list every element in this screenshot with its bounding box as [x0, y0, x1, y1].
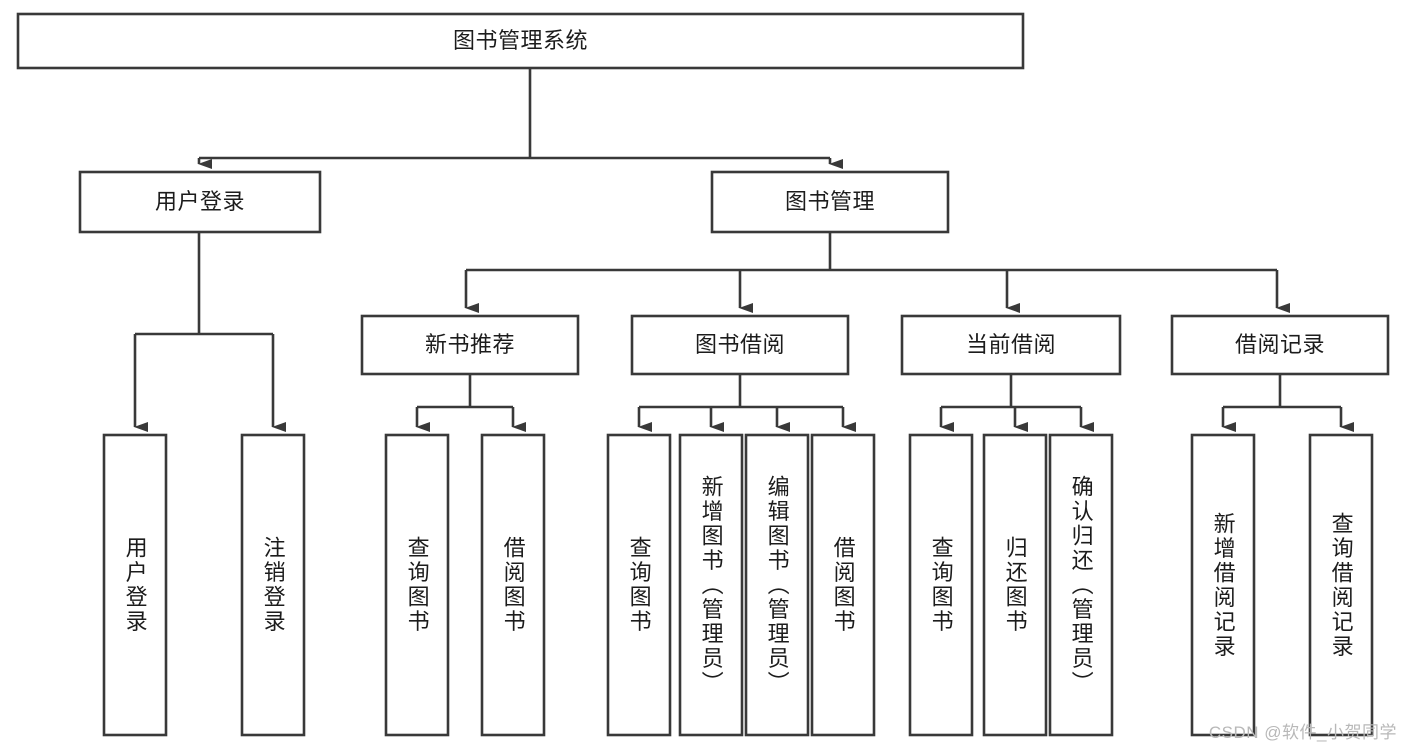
node-box-book-management[interactable]: [710, 170, 950, 234]
node-box-new-book-recommend[interactable]: [360, 314, 580, 376]
node-box-leaf-borrow-book[interactable]: [810, 433, 876, 737]
connector-borrow-record-to-leaves: [1221, 374, 1354, 432]
connector-book-borrow-to-leaves: [637, 374, 856, 432]
connector-user-login-to-leaves: [133, 232, 286, 432]
node-box-root[interactable]: [16, 12, 1025, 70]
connector-new-book-recommend-to-leaves: [415, 374, 526, 432]
node-box-leaf-add-borrow-record[interactable]: [1190, 433, 1256, 737]
node-box-leaf-return-book[interactable]: [982, 433, 1048, 737]
node-box-leaf-query-book-current[interactable]: [908, 433, 974, 737]
node-box-leaf-query-book-rec[interactable]: [384, 433, 450, 737]
csdn-watermark: CSDN @软件_小贺同学: [1208, 723, 1397, 742]
node-box-leaf-query-book-borrow[interactable]: [606, 433, 672, 737]
connector-current-borrow-to-leaves: [939, 374, 1094, 432]
node-box-leaf-edit-book-admin[interactable]: [744, 433, 810, 737]
node-box-leaf-add-book-admin[interactable]: [678, 433, 744, 737]
node-box-user-login[interactable]: [78, 170, 322, 234]
node-box-leaf-logout[interactable]: [240, 433, 306, 737]
node-box-leaf-user-login[interactable]: [102, 433, 168, 737]
node-box-book-borrow[interactable]: [630, 314, 850, 376]
connector-root-to-level2: [197, 68, 843, 169]
node-box-leaf-confirm-return-admin[interactable]: [1048, 433, 1114, 737]
connector-book-management-to-level3: [464, 232, 1290, 313]
node-box-leaf-borrow-book-rec[interactable]: [480, 433, 546, 737]
node-box-current-borrow[interactable]: [900, 314, 1122, 376]
node-box-leaf-query-borrow-record[interactable]: [1308, 433, 1374, 737]
node-box-borrow-record[interactable]: [1170, 314, 1390, 376]
